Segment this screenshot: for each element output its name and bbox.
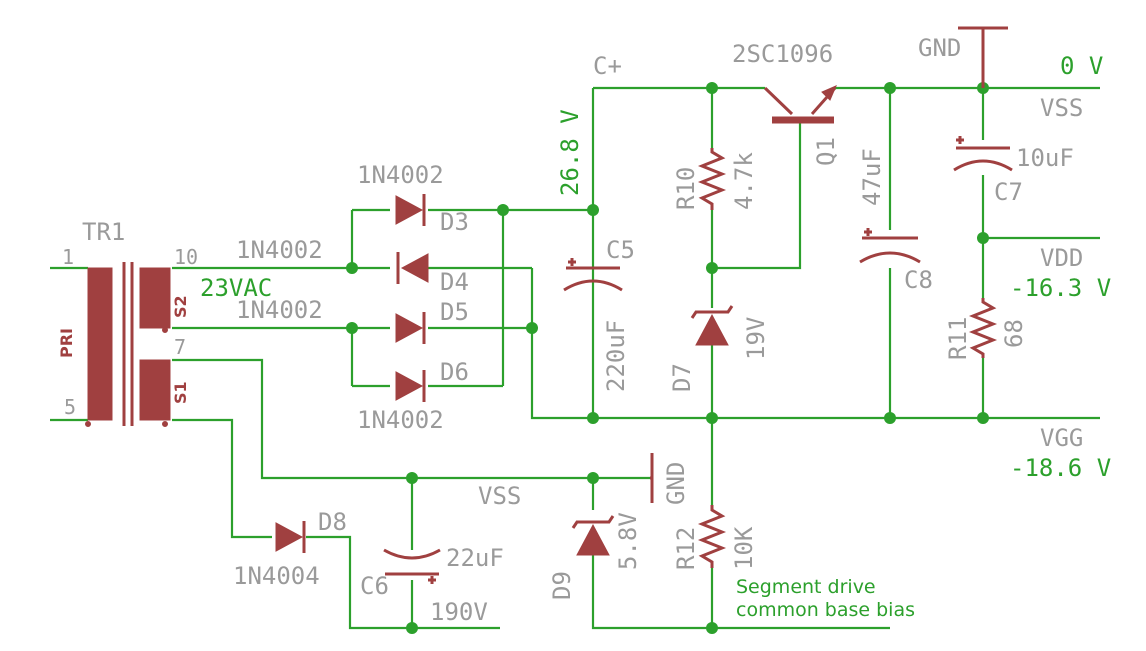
vgg-voltage: -18.6 V xyxy=(1010,454,1111,482)
wires xyxy=(50,86,1100,630)
svg-text:1N4002: 1N4002 xyxy=(357,161,444,189)
svg-text:Q1: Q1 xyxy=(812,137,840,166)
svg-text:GND: GND xyxy=(662,462,690,505)
svg-text:19V: 19V xyxy=(742,317,770,360)
svg-text:22uF: 22uF xyxy=(446,544,504,572)
junction-dots xyxy=(346,82,989,634)
svg-text:68: 68 xyxy=(1000,319,1028,348)
vss-right-label: VSS xyxy=(1040,94,1083,122)
hv-190-label: 190V xyxy=(430,598,488,626)
svg-text:D9: D9 xyxy=(548,571,576,600)
pin-7-label: 7 xyxy=(174,335,186,359)
secondary-winding-s2 xyxy=(139,267,171,329)
svg-text:2SC1096: 2SC1096 xyxy=(732,40,833,68)
net-labels: C+ 26.8 V 0 V VSS VDD -16.3 V VGG -18.6 … xyxy=(430,52,1111,626)
transformer-tr1: TR1 1 5 10 7 PRI S2 S1 23VAC xyxy=(57,218,272,427)
note: Segment drive common base bias xyxy=(736,576,915,621)
capacitor-c6: 22uF C6 xyxy=(360,544,504,600)
svg-text:GND: GND xyxy=(918,34,961,62)
svg-text:R12: R12 xyxy=(672,527,700,570)
zener-d9: D9 5.8V xyxy=(548,512,642,600)
diode-d8: D8 1N4004 xyxy=(233,508,347,590)
svg-text:220uF: 220uF xyxy=(602,320,630,392)
gnd-top-symbol: GND xyxy=(918,26,1008,88)
secondary-voltage: 23VAC xyxy=(200,274,272,302)
diode-d6: 1N4002 D6 xyxy=(357,358,469,434)
pin-5-label: 5 xyxy=(64,395,76,419)
vss-mid-label: VSS xyxy=(478,482,521,510)
resistor-r10: R10 4.7k xyxy=(672,148,758,210)
vgg-label: VGG xyxy=(1040,424,1083,452)
s1-label: S1 xyxy=(171,381,190,404)
cplus-label: C+ xyxy=(593,52,622,80)
svg-text:C6: C6 xyxy=(360,572,389,600)
zener-d7: D7 19V xyxy=(668,305,770,392)
vdd-voltage: -16.3 V xyxy=(1010,274,1111,302)
diode-d5: 1N4002 D5 xyxy=(236,296,469,344)
capacitor-c7: 10uF C7 xyxy=(953,136,1074,206)
capacitor-c8: C8 47uF xyxy=(858,148,933,294)
note-line-1: Segment drive xyxy=(736,576,876,598)
secondary-winding-s1 xyxy=(139,359,171,421)
svg-text:1N4002: 1N4002 xyxy=(357,406,444,434)
diode-d3: 1N4002 D3 xyxy=(357,161,469,236)
svg-text:D8: D8 xyxy=(318,508,347,536)
svg-text:C8: C8 xyxy=(904,266,933,294)
vdd-label: VDD xyxy=(1040,244,1083,272)
pin-10-label: 10 xyxy=(174,245,198,269)
cplus-voltage: 26.8 V xyxy=(556,109,584,196)
svg-text:10uF: 10uF xyxy=(1016,144,1074,172)
note-line-2: common base bias xyxy=(736,599,915,621)
transistor-q1: 2SC1096 Q1 xyxy=(732,40,840,166)
svg-text:10K: 10K xyxy=(730,526,758,570)
svg-text:C5: C5 xyxy=(606,236,635,264)
svg-text:D3: D3 xyxy=(440,208,469,236)
svg-text:C7: C7 xyxy=(994,178,1023,206)
s2-label: S2 xyxy=(171,295,190,318)
vss-voltage: 0 V xyxy=(1060,52,1103,80)
svg-text:1N4002: 1N4002 xyxy=(236,296,323,324)
primary-winding xyxy=(87,267,113,421)
capacitor-c5: C5 220uF xyxy=(563,236,635,392)
svg-text:47uF: 47uF xyxy=(858,148,886,206)
svg-text:1N4002: 1N4002 xyxy=(236,236,323,264)
svg-text:1N4004: 1N4004 xyxy=(233,562,320,590)
svg-text:R11: R11 xyxy=(944,317,972,360)
svg-text:D5: D5 xyxy=(440,298,469,326)
resistor-r11: R11 68 xyxy=(944,298,1028,360)
svg-text:D4: D4 xyxy=(440,268,469,296)
svg-text:5.8V: 5.8V xyxy=(614,512,642,570)
svg-text:D7: D7 xyxy=(668,363,696,392)
svg-text:4.7k: 4.7k xyxy=(730,152,758,210)
resistor-r12: R12 10K xyxy=(672,505,758,570)
diode-d4: 1N4002 D4 xyxy=(236,236,469,296)
pin-1-label: 1 xyxy=(62,245,74,269)
svg-text:D6: D6 xyxy=(440,358,469,386)
gnd-mid-symbol: GND xyxy=(650,453,690,505)
svg-text:R10: R10 xyxy=(672,167,700,210)
tr1-label: TR1 xyxy=(82,218,125,246)
primary-label: PRI xyxy=(57,328,76,358)
